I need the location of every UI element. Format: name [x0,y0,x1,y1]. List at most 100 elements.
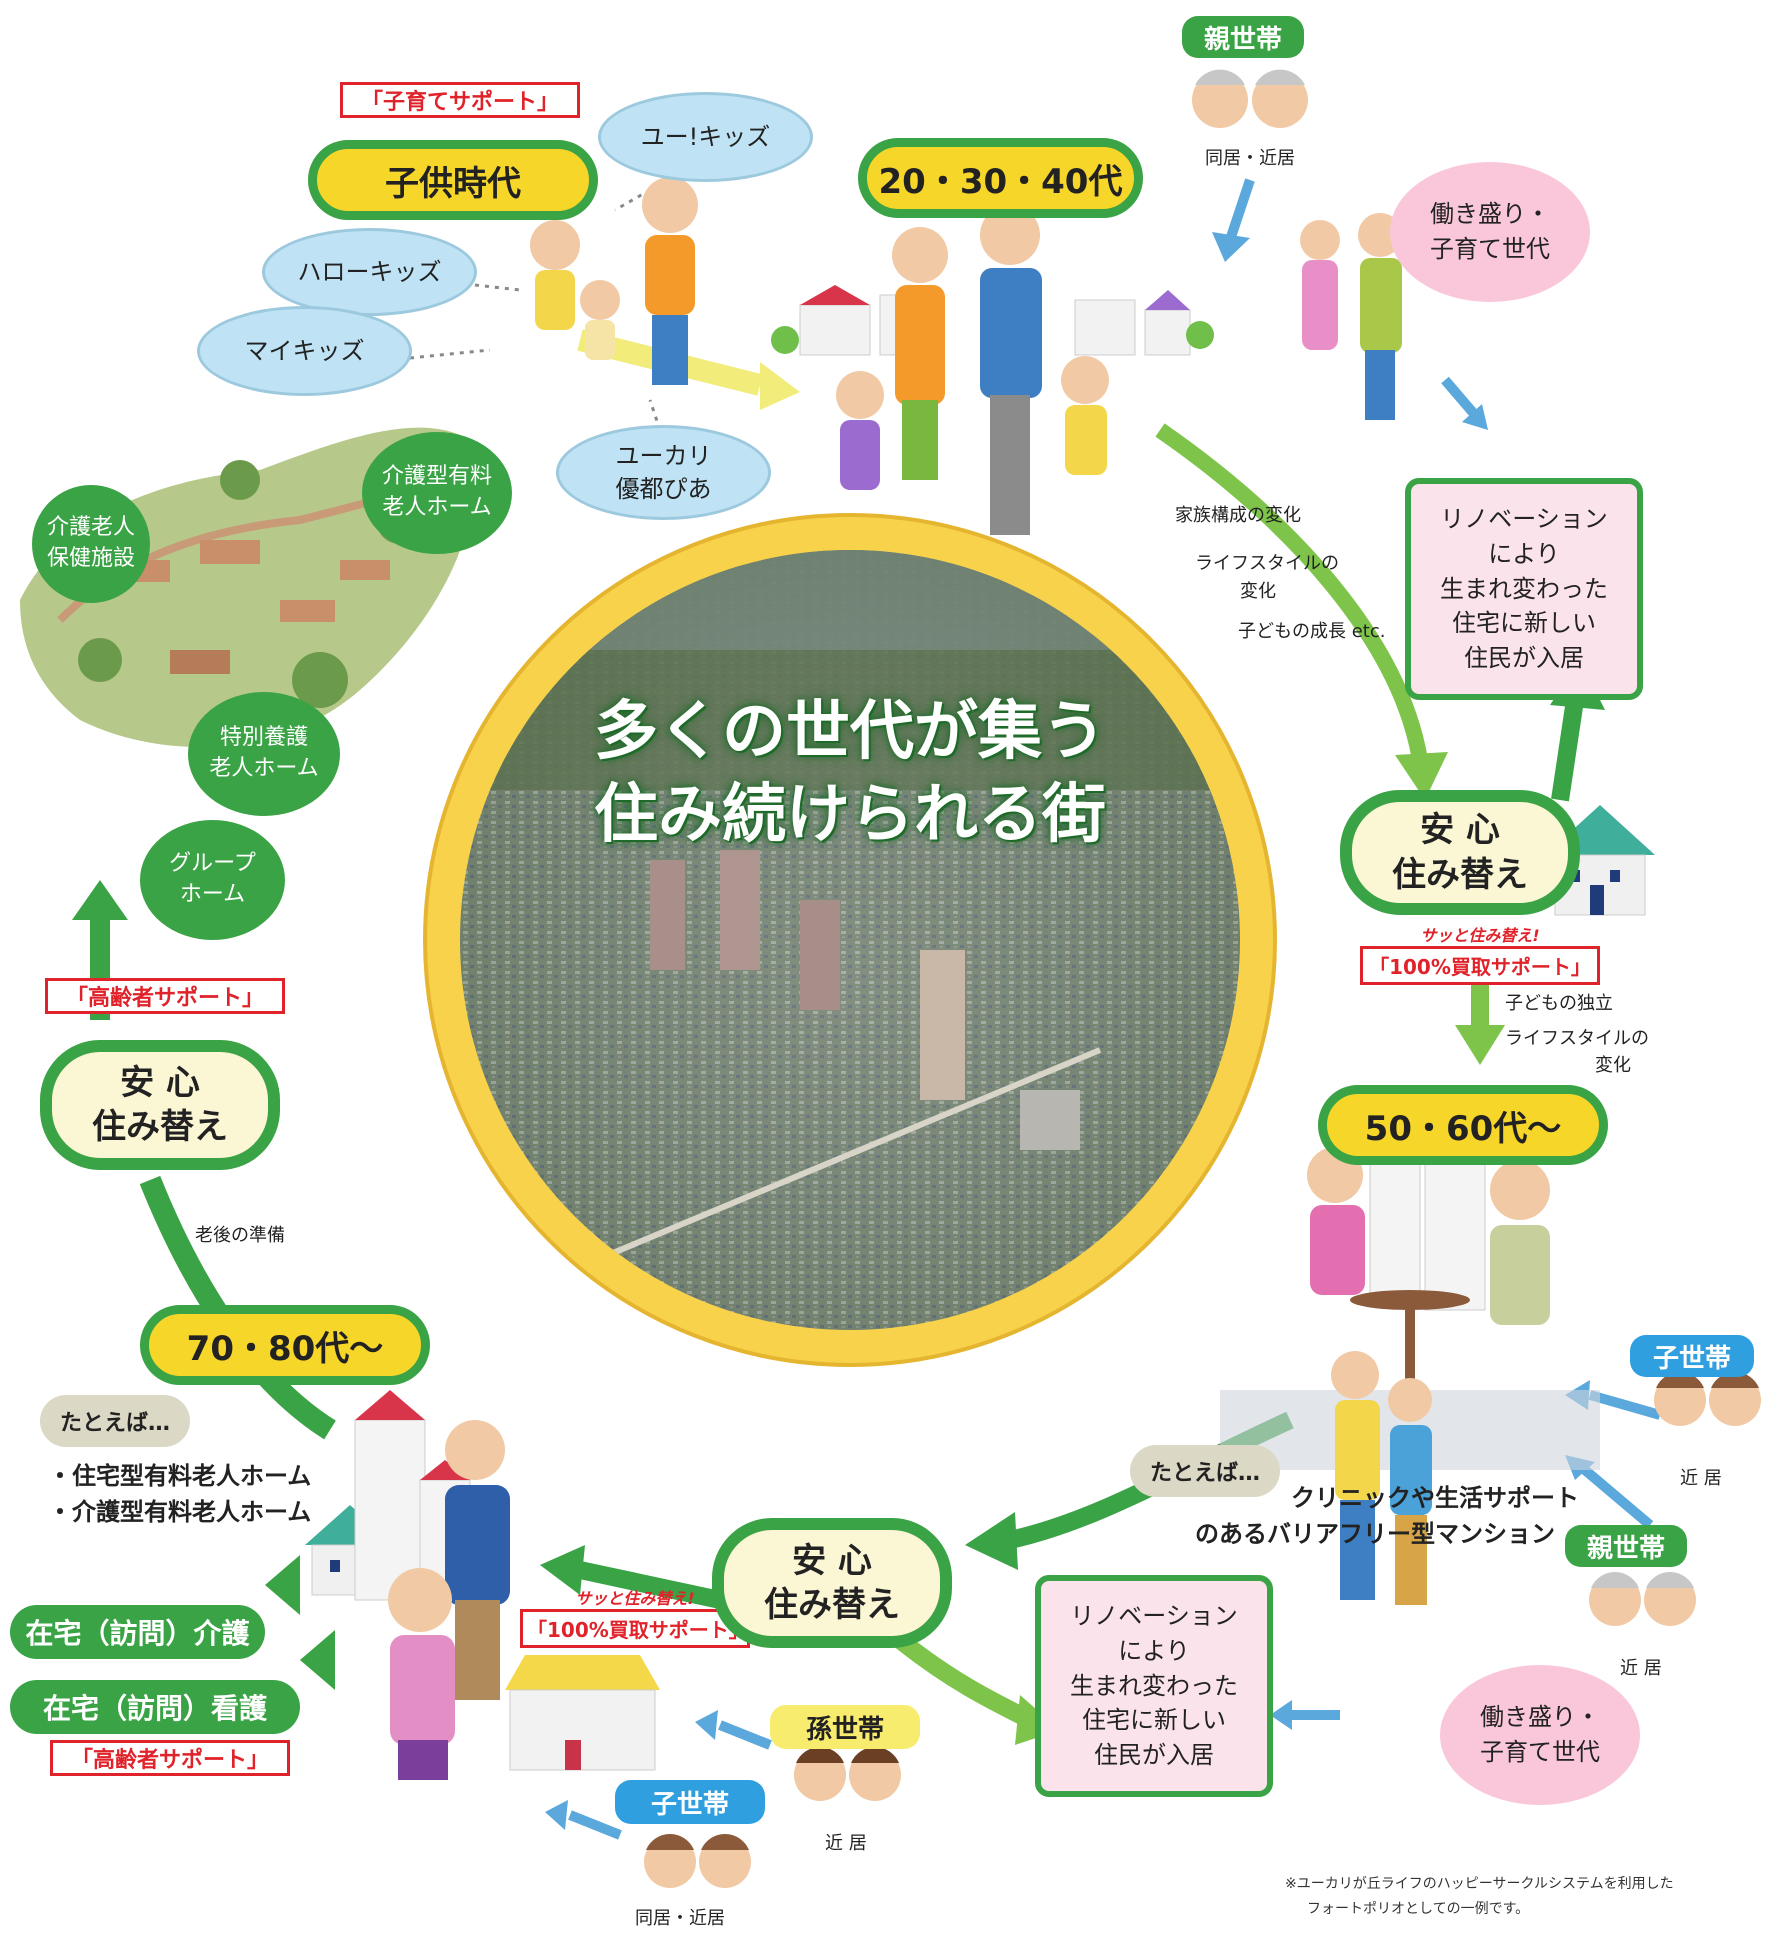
facility-kaigo-roujin-hoken: 介護老人 保健施設 [32,485,150,603]
buyback-right-line1: サッと住み替え! [1420,926,1540,945]
anshin-sumikae-left: 安 心 住み替え [40,1040,280,1170]
note-lifestyle-1: ライフスタイルの [1195,553,1339,574]
stage-20-30-40: 20・30・40代 [858,138,1143,218]
reno-top-line2: により [1488,539,1560,568]
working-top-line1: 働き盛り・ [1430,200,1550,229]
note-old-age-prep: 老後の準備 [195,1225,285,1246]
family-20s-figures [836,205,1109,535]
footnote-line2: フォートポリオとしての一例です。 [1307,1901,1530,1918]
kaigo-yuryo-line1: 介護型有料 [381,464,492,490]
main-title: 多くの世代が集う 住み続けられる街 [520,690,1180,856]
kids-support-label: 「子育てサポート」 [340,82,580,118]
household-ko-bottom-caption: 同居・近居 [635,1908,725,1929]
kaigo-yuryo-line2: 老人ホーム [382,495,492,520]
kaigo-roujin-line2: 保健施設 [46,546,135,571]
reno-bottom-line5: 住民が入居 [1094,1741,1214,1770]
couple-50s-figures [1307,1147,1550,1400]
anshin-bottom-line2: 住み替え [764,1585,900,1625]
buyback-support-right: サッと住み替え! 「100%買取サポート」 [1360,922,1600,985]
household-oya-right: 親世帯 [1565,1525,1687,1567]
kaigo-roujin-line1: 介護老人 [46,515,135,541]
note-child-growth: 子どもの成長 etc. [1238,621,1386,642]
child-household-faces-bottom-icon [644,1834,751,1888]
anshin-left-line2: 住み替え [92,1107,228,1147]
example-cloud-left: たとえば… [40,1395,190,1447]
household-ko-right: 子世帯 [1630,1335,1754,1377]
buyback-bottom-line2: 「100%買取サポート」 [520,1609,750,1648]
household-oya-top: 親世帯 [1182,16,1304,58]
tokubetsu-line2: 老人ホーム [209,756,319,781]
stage-childhood: 子供時代 [308,140,598,220]
group-home-line1: グループ [169,851,256,877]
child-household-faces-right-icon [1654,1372,1761,1426]
reno-bottom-line1: リノベーション [1070,1602,1238,1630]
anshin-right-line1: 安 心 [1420,810,1500,851]
yukari-line2: 優都ぴあ [615,474,712,503]
working-generation-top: 働き盛り・ 子育て世代 [1390,162,1590,302]
anshin-sumikae-bottom: 安 心 住み替え [712,1518,952,1648]
tokubetsu-line1: 特別養護 [219,725,308,751]
clinic-line2: のあるバリアフリー型マンション [1195,1520,1555,1548]
note-lifestyle-2: 変化 [1240,581,1276,602]
facility-yu-kids: ユー!キッズ [598,92,813,182]
household-oya-right-caption: 近 居 [1620,1658,1662,1679]
facility-group-home: グループ ホーム [140,820,285,940]
facility-tokubetsu-yogo-home: 特別養護 老人ホーム [188,692,340,816]
example-clinic: クリニックや生活サポート のあるバリアフリー型マンション [1160,1480,1590,1552]
group-home-line2: ホーム [179,882,246,907]
reno-top-line4: 住宅に新しい [1452,609,1596,638]
elder-support-label-top: 「高齢者サポート」 [45,978,285,1014]
working-bottom-line1: 働き盛り・ [1480,1703,1600,1732]
home-care-kango: 在宅（訪問）看護 [10,1680,300,1734]
reno-top-line5: 住民が入居 [1464,644,1584,673]
footnote-line1: ※ユーカリが丘ライフのハッピーサークルシステムを利用した [1285,1876,1674,1892]
yukari-line1: ユーカリ [615,442,712,471]
note-lifestyle-b1: ライフスタイルの [1505,1028,1649,1049]
reno-top-line3: 生まれ変わった [1440,574,1608,603]
reno-top-line1: リノベーション [1440,505,1608,533]
facility-kaigo-yuryo-home: 介護型有料 老人ホーム [362,432,512,554]
facility-yukari-yutopia: ユーカリ 優都ぴあ [556,425,771,520]
anshin-bottom-line1: 安 心 [792,1540,872,1581]
parent-household-faces-right-icon [1589,1572,1696,1626]
home-item1: ・住宅型有料老人ホーム [48,1462,312,1490]
main-title-line2: 住み続けられる街 [594,777,1106,853]
example-homes: ・住宅型有料老人ホーム ・介護型有料老人ホーム [48,1458,311,1530]
stage-50-60: 50・60代～ [1318,1085,1608,1165]
working-generation-bottom: 働き盛り・ 子育て世代 [1440,1665,1640,1805]
townhouse-icon [505,1655,660,1771]
household-mago-caption: 近 居 [825,1833,867,1854]
facility-hello-kids: ハローキッズ [262,228,477,316]
working-top-line2: 子育て世代 [1430,235,1550,263]
home-item2: ・介護型有料老人ホーム [48,1498,312,1526]
note-family-change: 家族構成の変化 [1175,505,1301,526]
note-lifestyle-b2: 変化 [1595,1055,1631,1076]
footnote: ※ユーカリが丘ライフのハッピーサークルシステムを利用した フォートポリオとしての… [1285,1872,1674,1922]
elder-support-label-bottom: 「高齢者サポート」 [50,1740,290,1776]
example-cloud-right: たとえば… [1130,1445,1280,1497]
household-ko-right-caption: 近 居 [1680,1468,1722,1489]
reno-bottom-line2: により [1118,1636,1190,1665]
buyback-support-bottom: サッと住み替え! 「100%買取サポート」 [520,1585,750,1648]
children-figures [530,177,698,385]
grandchild-household-faces-icon [794,1747,901,1801]
household-ko-bottom: 子世帯 [615,1780,765,1824]
skyline-20s [771,285,1214,356]
elderly-couple-figures [388,1420,510,1780]
anshin-sumikae-right: 安 心 住み替え [1340,790,1580,915]
stage-70-80: 70・80代～ [140,1305,430,1385]
reno-bottom-line4: 住宅に新しい [1082,1706,1226,1735]
young-couple-figures [1331,1351,1432,1605]
household-oya-top-caption: 同居・近居 [1205,148,1295,169]
household-mago: 孫世帯 [770,1705,920,1749]
buyback-right-line2: 「100%買取サポート」 [1360,946,1600,985]
note-child-independence: 子どもの独立 [1505,993,1613,1014]
renovation-box-top: リノベーション により 生まれ変わった 住宅に新しい 住民が入居 [1405,478,1643,700]
anshin-right-line2: 住み替え [1392,854,1528,895]
buyback-bottom-line1: サッと住み替え! [575,1589,695,1608]
main-title-line1: 多くの世代が集う [594,694,1106,769]
elderly-faces-icon [1192,69,1308,128]
clinic-line1: クリニックや生活サポート [1291,1484,1579,1512]
